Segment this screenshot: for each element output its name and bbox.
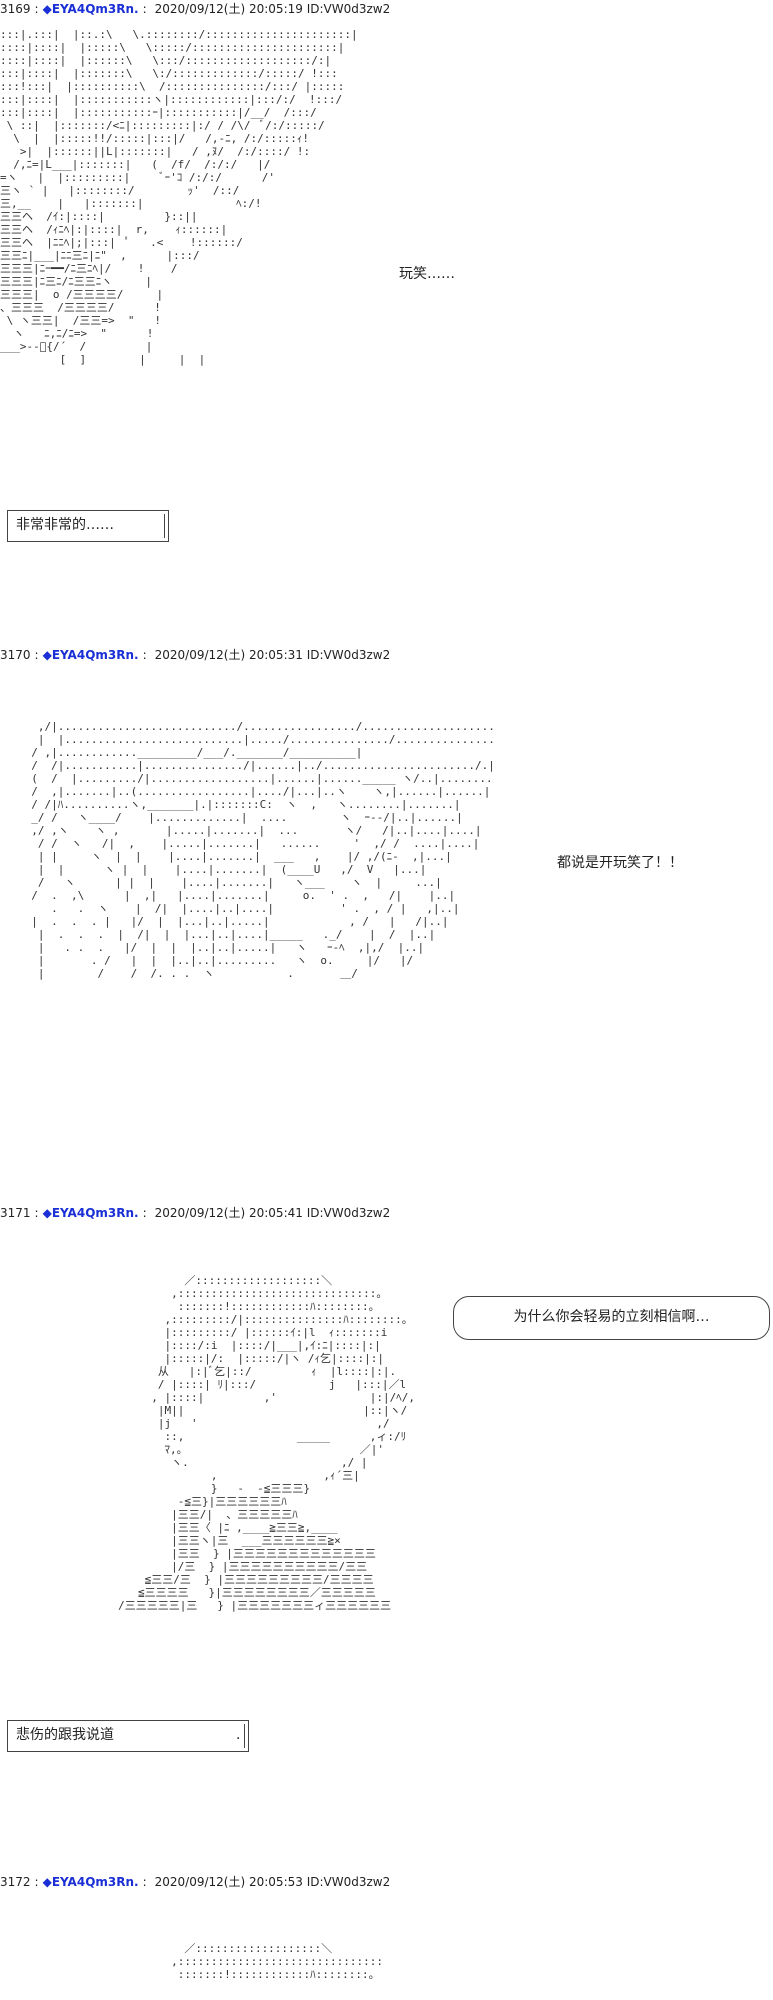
post-separator: : <box>34 1875 39 1889</box>
post-header-3169: 3169:◆EYA4Qm3Rn.:2020/09/12(土) 20:05:19 … <box>0 0 390 18</box>
post-number: 3169 <box>0 2 31 16</box>
post-separator: : <box>142 1206 147 1220</box>
post-number: 3170 <box>0 648 31 662</box>
ascii-art-3172: ／:::::::::::::::::::＼ ,:::::::::::::::::… <box>171 1942 385 1981</box>
post-meta: 2020/09/12(土) 20:05:19 ID:VW0d3zw2 <box>154 2 391 16</box>
post-separator: : <box>142 1875 147 1889</box>
speech-bubble-3171: 为什么你会轻易的立刻相信啊… <box>453 1296 770 1340</box>
post-number: 3172 <box>0 1875 31 1889</box>
post-meta: 2020/09/12(土) 20:05:31 ID:VW0d3zw2 <box>154 648 391 662</box>
post-header-3171: 3171:◆EYA4Qm3Rn.:2020/09/12(土) 20:05:41 … <box>0 1204 390 1222</box>
caption-box-3171: 悲伤的跟我说道 . <box>7 1720 249 1752</box>
post-separator: : <box>34 2 39 16</box>
ascii-art-3169: :::|.:::| |::.:\ \.::::::::/::::::::::::… <box>0 28 358 366</box>
poster-name[interactable]: ◆EYA4Qm3Rn. <box>42 2 139 16</box>
caption-mark: . <box>236 1727 241 1743</box>
caption-text: 悲伤的跟我说道 <box>16 1727 114 1743</box>
post-meta: 2020/09/12(土) 20:05:41 ID:VW0d3zw2 <box>154 1206 391 1220</box>
post-separator: : <box>142 2 147 16</box>
post-separator: : <box>34 1206 39 1220</box>
post-header-3170: 3170:◆EYA4Qm3Rn.:2020/09/12(土) 20:05:31 … <box>0 646 390 664</box>
post-meta: 2020/09/12(土) 20:05:53 ID:VW0d3zw2 <box>154 1875 391 1889</box>
caption-box-3169: 非常非常的…… <box>7 510 169 542</box>
post-header-3172: 3172:◆EYA4Qm3Rn.:2020/09/12(土) 20:05:53 … <box>0 1873 390 1891</box>
poster-name[interactable]: ◆EYA4Qm3Rn. <box>42 1206 139 1220</box>
poster-name[interactable]: ◆EYA4Qm3Rn. <box>42 648 139 662</box>
speech-text-3170: 都说是开玩笑了！！ <box>557 855 683 871</box>
ascii-art-3170: ,/|.........................../.........… <box>31 720 493 980</box>
speech-text-3169: 玩笑…… <box>399 266 455 282</box>
post-separator: : <box>142 648 147 662</box>
ascii-art-3171: ／:::::::::::::::::::＼ ,:::::::::::::::::… <box>118 1274 416 1612</box>
poster-name[interactable]: ◆EYA4Qm3Rn. <box>42 1875 139 1889</box>
caption-text: 非常非常的…… <box>16 517 114 533</box>
post-number: 3171 <box>0 1206 31 1220</box>
bubble-text: 为什么你会轻易的立刻相信啊… <box>513 1309 710 1325</box>
post-separator: : <box>34 648 39 662</box>
